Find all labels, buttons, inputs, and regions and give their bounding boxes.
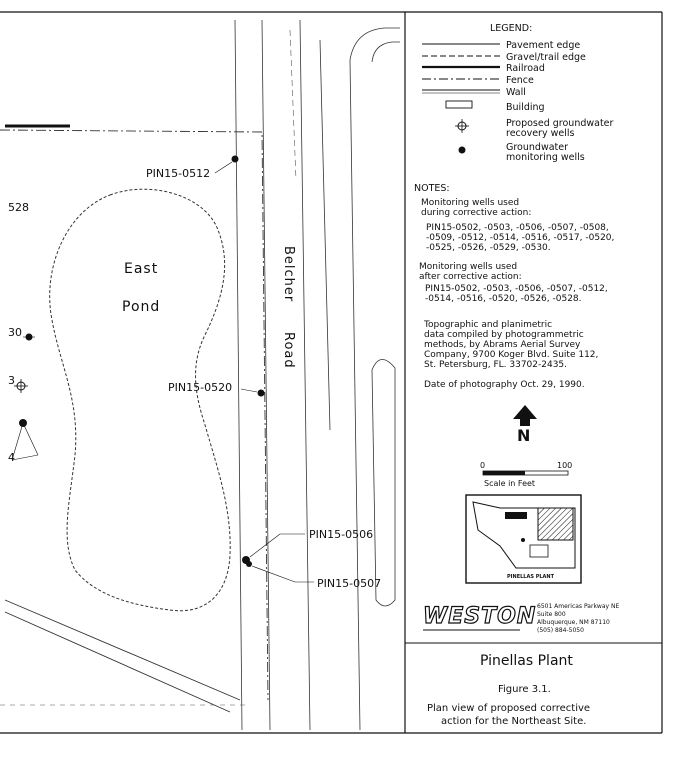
edge-label-30: 30 (8, 326, 22, 339)
monitoring-well-icon (257, 389, 265, 397)
road-name-line2: Road (281, 332, 296, 369)
legend-item-label: Railroad (506, 63, 545, 74)
notes-after-line2: after corrective action: (419, 272, 522, 282)
company-address-line4: (505) 884-5050 (537, 627, 584, 634)
legend-recovery-line2: recovery wells (506, 128, 574, 139)
inset-building (529, 544, 549, 558)
scale-bar: 0 100 Scale in Feet (480, 461, 572, 488)
pond-name-line2: Pond (122, 299, 160, 315)
notes-during-line1: Monitoring wells used (421, 198, 519, 208)
recovery-well-icon (14, 379, 28, 393)
well-label: PIN15-0507 (317, 577, 381, 590)
edge-label-528: 528 (8, 201, 29, 214)
map-area: East Pond Belcher Road 528 30 3 4 PIN15- (0, 19, 400, 731)
inset-hatched-area (537, 507, 574, 541)
monitoring-well-icon (11, 419, 39, 461)
well-pin15-0507: PIN15-0507 (246, 561, 381, 590)
monitoring-well-icon (231, 155, 239, 163)
notes-after-list-line2: -0514, -0516, -0520, -0526, -0528. (425, 294, 582, 304)
company-block: WESTON 6501 Americas Parkway NE Suite 80… (422, 603, 619, 634)
north-label: N (517, 426, 530, 445)
notes-title: NOTES: (414, 183, 450, 194)
pond-name-line1: East (124, 261, 158, 277)
north-arrow: N (513, 405, 537, 445)
notes-during-list-line3: -0525, -0526, -0529, -0530. (426, 243, 551, 253)
road-lane-dash (289, 29, 297, 181)
well-label: PIN15-0520 (168, 381, 232, 394)
company-address-line1: 6501 Americas Parkway NE (537, 603, 619, 610)
legend-monitoring-line1: Groundwater (506, 142, 568, 153)
figure-number: Figure 3.1. (498, 684, 551, 695)
legend-item-label: Building (506, 102, 545, 113)
recovery-well-icon (455, 119, 469, 133)
road-edge-far-right (349, 59, 361, 731)
well-pin15-0512: PIN15-0512 (146, 155, 239, 180)
notes-photo-date: Date of photography Oct. 29, 1990. (424, 380, 585, 390)
legend-recovery-line1: Proposed groundwater (506, 118, 614, 129)
scale-bar-fill (483, 471, 525, 475)
monitoring-well-icon (458, 146, 466, 154)
notes-during-list-line1: PIN15-0502, -0503, -0506, -0507, -0508, (426, 223, 609, 233)
company-address-line2: Suite 800 (537, 611, 566, 618)
road-edge-center (299, 19, 311, 731)
road-edge-left (261, 19, 271, 731)
road-name-line1: Belcher (281, 246, 296, 302)
figure-caption-line2: action for the Northeast Site. (441, 716, 586, 727)
well-pin15-0520: PIN15-0520 (168, 381, 265, 397)
road-curb-top (349, 27, 400, 61)
well-label: PIN15-0506 (309, 528, 373, 541)
road-island (371, 359, 396, 607)
notes-topo-line4: Company, 9700 Koger Blvd. Suite 112, (424, 350, 598, 360)
north-arrow-icon (513, 405, 537, 426)
legend: LEGEND: Pavement edge Gravel/trail edge … (422, 23, 614, 163)
inset-site-outline (472, 501, 576, 569)
road-edge-left-outer (234, 19, 243, 731)
edge-label-4: 4 (8, 451, 15, 464)
figure-caption-line1: Plan view of proposed corrective (427, 703, 590, 714)
east-pond-outline (49, 188, 231, 612)
well-label: PIN15-0512 (146, 167, 210, 180)
legend-title: LEGEND: (490, 23, 532, 34)
inset-map: PINELLAS PLANT (465, 494, 582, 584)
road-edge-right (319, 39, 331, 431)
legend-item-label: Pavement edge (506, 40, 580, 51)
notes-topo-line1: Topographic and planimetric (423, 320, 552, 330)
legend-monitoring-line2: monitoring wells (506, 152, 585, 163)
scale-max: 100 (557, 461, 572, 470)
road-curb-top-inner (371, 41, 400, 63)
inset-building (505, 512, 527, 519)
scale-caption: Scale in Feet (484, 479, 535, 488)
legend-item-label: Wall (506, 87, 526, 98)
company-logo: WESTON (423, 604, 536, 629)
notes-after-list-line1: PIN15-0502, -0503, -0506, -0507, -0512, (425, 284, 608, 294)
edge-label-3: 3 (8, 374, 15, 387)
notes-topo-line3: methods, by Abrams Aerial Survey (424, 340, 581, 350)
legend-item-label: Gravel/trail edge (506, 52, 586, 63)
notes-topo-line2: data compiled by photogrammetric (424, 330, 584, 340)
railroad-line-2 (4, 611, 231, 713)
monitoring-well-icon (23, 333, 35, 341)
notes-topo-line5: St. Petersburg, FL. 33702-2435. (424, 360, 567, 370)
title-block: Pinellas Plant Figure 3.1. Plan view of … (427, 653, 590, 727)
notes: NOTES: Monitoring wells used during corr… (414, 183, 614, 390)
railroad-line-1 (4, 599, 241, 701)
legend-item-label: Fence (506, 75, 534, 86)
figure-title: Pinellas Plant (480, 653, 573, 669)
building-symbol (445, 100, 473, 109)
inset-point-icon (521, 538, 525, 542)
notes-during-list-line2: -0509, -0512, -0514, -0516, -0517, -0520… (426, 233, 614, 243)
notes-during-line2: during corrective action: (421, 208, 531, 218)
inset-caption: PINELLAS PLANT (507, 574, 555, 580)
notes-after-line1: Monitoring wells used (419, 262, 517, 272)
scale-min: 0 (480, 461, 485, 470)
monitoring-well-icon (246, 561, 252, 567)
company-address-line3: Albuquerque, NM 87110 (537, 619, 610, 626)
